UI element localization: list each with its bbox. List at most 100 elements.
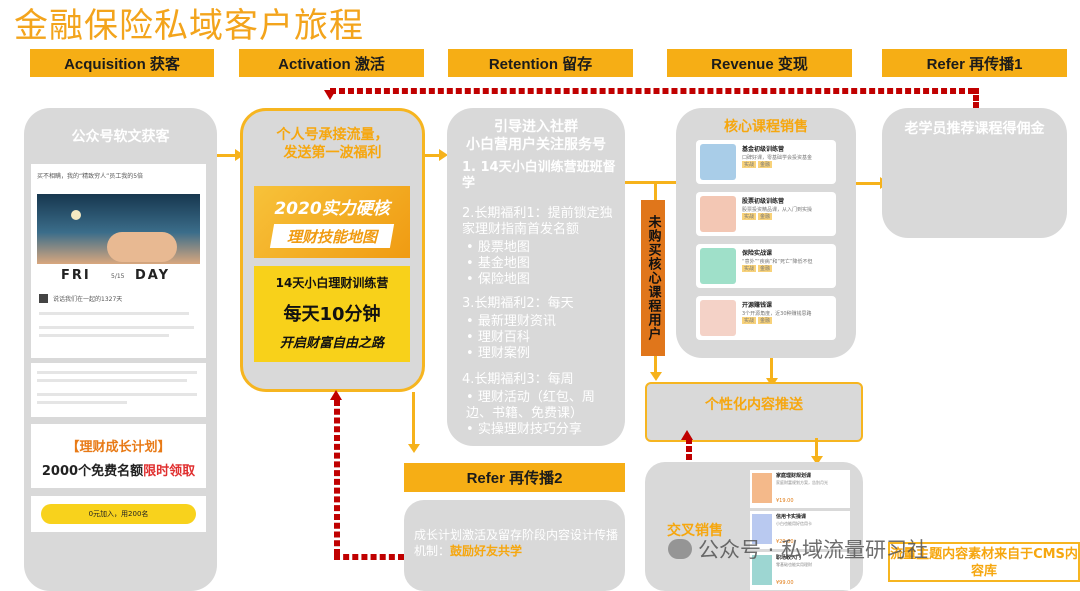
flow-arrow-head bbox=[408, 444, 420, 453]
stage-activation: Activation 激活 bbox=[239, 49, 424, 77]
cross-course-title: 信用卡实操课 bbox=[776, 514, 807, 520]
moon-icon bbox=[71, 210, 81, 220]
course-card[interactable]: 开源赚钱课 3个开源角度，近30种赚钱思路实战金融 bbox=[696, 296, 836, 340]
refer-loop-right-line bbox=[973, 88, 979, 108]
article-image bbox=[37, 194, 200, 264]
poster-training-camp: 14天小白理财训练营 每天10分钟 开启财富自由之路 bbox=[254, 266, 410, 362]
course-title: 基金初级训练营 bbox=[742, 146, 785, 153]
text-placeholder bbox=[37, 393, 197, 396]
course-title: 保险实战课 bbox=[742, 250, 773, 257]
watermark: 公众号 · 私域流量研习社 bbox=[668, 534, 928, 564]
poster1-line1: 2020实力硬核 bbox=[274, 199, 390, 219]
cross-course-title: 家庭理财规划课 bbox=[776, 473, 812, 479]
watermark-text: 公众号 · 私域流量研习社 bbox=[698, 538, 929, 562]
course-thumb-icon bbox=[700, 144, 736, 180]
course-card[interactable]: 股票初级训练营 股票投资精品课，从入门到实操实战金融 bbox=[696, 192, 836, 236]
cross-course-title: 职场收入门 bbox=[776, 555, 802, 561]
flow-arrow-head bbox=[235, 149, 244, 161]
course-sub: 股票投资精品课，从入门到实操实战金融 bbox=[742, 207, 813, 220]
retention-item4-bullets: • 理财活动（红包、周边、书籍、免费课） • 实操理财技巧分享 bbox=[466, 390, 616, 438]
flow-arrow-line bbox=[412, 392, 415, 444]
flow-arrow-line bbox=[856, 182, 882, 185]
cross-course-card[interactable]: 家庭理财规划课 家庭财富规划方案，告别月光 ¥19.00 bbox=[750, 470, 850, 508]
stage-refer1: Refer 再传播1 bbox=[882, 49, 1067, 77]
refer-loop-top-line bbox=[330, 88, 974, 94]
refer2-text: 成长计划激活及留存阶段内容设计传播机制：鼓励好友共学 bbox=[414, 527, 619, 559]
cloud-icon bbox=[107, 232, 177, 262]
author-avatar bbox=[39, 294, 48, 303]
course-thumb-icon bbox=[752, 473, 772, 503]
refer1-header: 老学员推荐课程得佣金 bbox=[904, 121, 1045, 137]
course-title: 股票初级训练营 bbox=[742, 198, 785, 205]
retention-item2: 2.长期福利1：提前锁定独家理财指南首发名额 bbox=[462, 206, 613, 237]
flow-arrow-head bbox=[439, 149, 448, 161]
course-card[interactable]: 保险实战课 “意外”“疾病”和“死亡”降低不但实战金融 bbox=[696, 244, 836, 288]
poster2-line1: 14天小白理财训练营 bbox=[275, 276, 389, 290]
wechat-icon bbox=[668, 539, 692, 559]
join-card: 0元加入，用200名 bbox=[31, 496, 206, 532]
plan-card: 【理财成长计划】 2000个免费名额限时领取 bbox=[31, 424, 206, 488]
article-body-card bbox=[31, 363, 206, 417]
date-day: DAY bbox=[135, 268, 171, 283]
refer2-loop-arrow bbox=[330, 390, 342, 400]
retention-item1: 1. 14天小白训练营班班督学 bbox=[462, 160, 616, 191]
date-number: 5/15 bbox=[111, 273, 125, 280]
refer2-loop-line bbox=[334, 400, 340, 555]
course-card[interactable]: 基金初级训练营 口碑好课，零基础学会投资基金实战金融 bbox=[696, 140, 836, 184]
page-title: 金融保险私域客户旅程 bbox=[14, 6, 364, 46]
poster1-line2: 理财技能地图 bbox=[286, 228, 377, 246]
refer1-box bbox=[882, 108, 1067, 238]
poster-skill-map: 2020实力硬核 理财技能地图 bbox=[254, 186, 410, 258]
cross-course-sub: 家庭财富规划方案，告别月光 bbox=[776, 480, 828, 485]
refer2-text-b: 鼓励好友共学 bbox=[450, 544, 523, 558]
date-fri: FRI bbox=[61, 268, 91, 283]
text-placeholder bbox=[39, 326, 194, 329]
cross-course-sub: 小白也能用好信用卡 bbox=[776, 521, 812, 526]
stage-acquisition: Acquisition 获客 bbox=[30, 49, 214, 77]
bullet: • 基金地图 bbox=[466, 256, 530, 271]
poster2-line3: 开启财富自由之路 bbox=[279, 336, 384, 351]
refer2-loop-line bbox=[334, 554, 404, 560]
refer2-box bbox=[404, 500, 625, 591]
text-placeholder bbox=[39, 312, 189, 315]
cross-course-card[interactable]: 职场收入门 零基础也能实用理财 ¥99.00 bbox=[750, 552, 850, 590]
bullet: • 股票地图 bbox=[466, 240, 530, 255]
cross-course-price: ¥99.00 bbox=[776, 580, 794, 586]
cross-course-sub: 零基础也能实用理财 bbox=[776, 562, 812, 567]
bullet: • 理财案例 bbox=[466, 346, 530, 361]
course-title: 开源赚钱课 bbox=[742, 302, 773, 309]
refer2-text-a: 成长计划激活及留存阶段内容设计传播机制： bbox=[414, 528, 619, 558]
core-course-header: 核心课程销售 bbox=[724, 119, 808, 135]
retention-item3: 3.长期福利2：每天 bbox=[462, 296, 574, 311]
retention-header: 引导进入社群 小白营用户关注服务号 bbox=[466, 119, 606, 153]
stage-retention: Retention 留存 bbox=[448, 49, 633, 77]
bullet: • 理财活动（红包、周边、书籍、免费课） bbox=[466, 390, 595, 421]
poster2-line2: 每天10分钟 bbox=[283, 304, 381, 325]
plan-offer: 2000个免费名额限时领取 bbox=[31, 460, 206, 479]
retention-item4: 4.长期福利3：每周 bbox=[462, 372, 574, 387]
article-headline: 买不相瞒，我的“精致穷人”员工我的5倍 bbox=[37, 173, 144, 180]
acquisition-header: 公众号软文获客 bbox=[71, 129, 170, 145]
flow-arrow-head bbox=[811, 456, 823, 465]
flow-arrow-head bbox=[650, 372, 662, 381]
course-thumb-icon bbox=[700, 248, 736, 284]
course-thumb-icon bbox=[700, 196, 736, 232]
plan-title: 【理财成长计划】 bbox=[66, 440, 171, 455]
join-button[interactable]: 0元加入，用200名 bbox=[41, 504, 196, 524]
bullet: • 最新理财资讯 bbox=[466, 314, 556, 329]
bullet: • 实操理财技巧分享 bbox=[466, 422, 582, 437]
text-placeholder bbox=[37, 379, 187, 382]
flow-arrow-line bbox=[625, 181, 677, 184]
flow-arrow-line bbox=[815, 438, 818, 458]
refer2-label: Refer 再传播2 bbox=[404, 463, 625, 492]
text-placeholder bbox=[39, 334, 169, 337]
retention-box bbox=[447, 108, 625, 446]
article-card: 买不相瞒，我的“精致穷人”员工我的5倍 FRI 5/15 DAY 说话我们在一起… bbox=[31, 164, 206, 358]
cms-note: 流量主题内容素材来自于CMS内容库 bbox=[888, 542, 1080, 582]
non-buyer-label: 未购买核心课程用户 bbox=[641, 200, 665, 356]
flow-arrow-line bbox=[217, 154, 237, 157]
author-line: 说话我们在一起的1327天 bbox=[53, 296, 123, 303]
plan-offer-a: 2000个免费名额 bbox=[41, 464, 144, 479]
cross-course-card[interactable]: 信用卡实操课 小白也能用好信用卡 ¥29.00 bbox=[750, 511, 850, 549]
